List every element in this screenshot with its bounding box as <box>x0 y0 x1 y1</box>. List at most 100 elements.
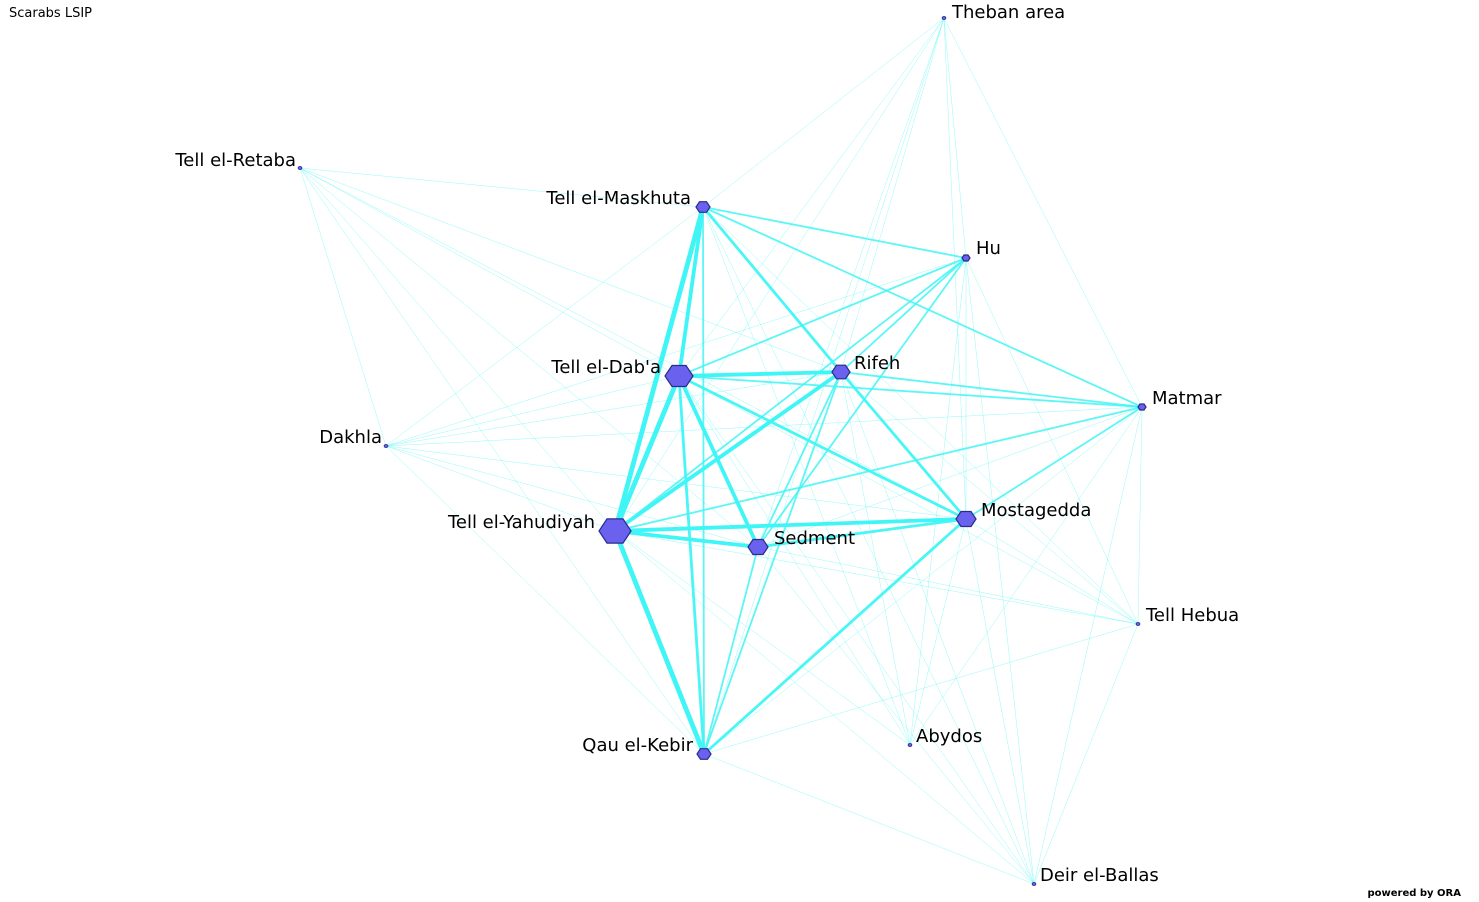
powered-by-footer: powered by ORA <box>1367 888 1461 899</box>
edge-ballas-rifeh <box>840 371 1035 885</box>
edge-abydos-maskhuta <box>702 206 911 746</box>
node-yahudiyah[interactable] <box>598 518 632 544</box>
edge-ballas-mostagedda <box>965 518 1035 885</box>
edge-hebua-rifeh <box>840 371 1139 625</box>
edge-hebua-hu <box>965 257 1139 625</box>
node-label-hebua: Tell Hebua <box>1145 605 1239 626</box>
edge-dakhla-dab <box>385 375 680 447</box>
node-hebua[interactable] <box>1135 622 1141 626</box>
node-label-retaba: Tell el-Retaba <box>174 150 296 171</box>
edge-sedment-mostagedda <box>757 517 967 549</box>
edge-maskhuta-hu <box>702 206 967 259</box>
edge-dakhla-maskhuta <box>385 206 704 447</box>
node-ballas[interactable] <box>1031 882 1037 886</box>
node-dakhla[interactable] <box>383 444 389 448</box>
node-marker-theban[interactable] <box>941 16 947 20</box>
edge-retaba-dab <box>299 167 680 377</box>
edge-abydos-hu <box>909 257 967 746</box>
node-marker-rifeh[interactable] <box>831 364 851 380</box>
edge-hu-yahudiyah <box>614 257 967 532</box>
edge-matmar-dab <box>678 375 1143 408</box>
edge-abydos-matmar <box>909 406 1143 746</box>
node-maskhuta[interactable] <box>695 201 711 213</box>
edge-matmar-mostagedda <box>965 406 1143 520</box>
edge-theban-maskhuta <box>702 17 945 208</box>
node-marker-hu[interactable] <box>961 254 971 262</box>
edge-retaba-yahudiyah <box>299 167 616 532</box>
edge-yahudiyah-qau <box>612 530 707 755</box>
edge-abydos-mostagedda <box>909 518 967 746</box>
edge-theban-qau <box>703 17 945 755</box>
edge-yahudiyah-dab <box>612 375 682 532</box>
edge-rifeh-hu <box>840 257 967 373</box>
edge-dakhla-matmar <box>385 406 1143 447</box>
edge-retaba-sedment <box>299 167 759 548</box>
edge-theban-yahudiyah <box>614 17 945 532</box>
node-hu[interactable] <box>961 254 971 262</box>
node-marker-yahudiyah[interactable] <box>598 518 632 544</box>
node-marker-qau[interactable] <box>696 748 712 760</box>
edge-rifeh-mostagedda <box>839 371 968 520</box>
edge-rifeh-matmar <box>840 371 1143 408</box>
edge-retaba-mostagedda <box>299 167 967 520</box>
node-layer <box>297 16 1147 886</box>
edge-layer <box>299 17 1143 885</box>
node-sedment[interactable] <box>747 538 769 556</box>
edge-matmar-sedment <box>757 406 1143 548</box>
edge-maskhuta-matmar <box>702 206 1143 408</box>
node-label-dakhla: Dakhla <box>319 427 382 448</box>
edge-theban-matmar <box>943 17 1143 408</box>
node-dab[interactable] <box>664 364 694 388</box>
edge-theban-hu <box>943 17 967 259</box>
edge-abydos-rifeh <box>840 371 911 746</box>
node-qau[interactable] <box>696 748 712 760</box>
node-theban[interactable] <box>941 16 947 20</box>
edge-hebua-maskhuta <box>702 206 1139 625</box>
node-retaba[interactable] <box>297 166 303 170</box>
node-label-theban: Theban area <box>951 2 1065 23</box>
edge-abydos-dab <box>678 375 911 746</box>
edge-matmar-yahudiyah <box>614 406 1143 532</box>
node-marker-ballas[interactable] <box>1031 882 1037 886</box>
edge-yahudiyah-rifeh <box>613 370 843 533</box>
node-marker-retaba[interactable] <box>297 166 303 170</box>
node-marker-mostagedda[interactable] <box>955 510 977 528</box>
edge-yahudiyah-sedment <box>614 529 759 549</box>
node-matmar[interactable] <box>1137 403 1147 411</box>
node-rifeh[interactable] <box>831 364 851 380</box>
node-marker-dakhla[interactable] <box>383 444 389 448</box>
edge-hebua-qau <box>703 623 1139 755</box>
edge-qau-rifeh <box>703 371 842 755</box>
edge-qau-mostagedda <box>703 517 967 756</box>
node-abydos[interactable] <box>907 743 913 747</box>
edge-dakhla-rifeh <box>385 371 842 447</box>
edge-retaba-qau <box>299 167 705 755</box>
node-label-ballas: Deir el-Ballas <box>1040 865 1159 886</box>
edge-theban-mostagedda <box>943 17 967 520</box>
edge-retaba-dakhla <box>299 167 387 447</box>
edge-theban-rifeh <box>840 17 945 373</box>
node-marker-maskhuta[interactable] <box>695 201 711 213</box>
node-marker-dab[interactable] <box>664 364 694 388</box>
node-label-matmar: Matmar <box>1152 388 1222 409</box>
node-marker-sedment[interactable] <box>747 538 769 556</box>
node-marker-matmar[interactable] <box>1137 403 1147 411</box>
edge-maskhuta-qau <box>702 206 705 755</box>
edge-ballas-matmar <box>1033 406 1143 885</box>
edge-hebua-ballas <box>1033 623 1139 885</box>
edge-yahudiyah-mostagedda <box>614 517 967 533</box>
edge-ballas-hu <box>965 257 1035 885</box>
node-label-maskhuta: Tell el-Maskhuta <box>545 188 691 209</box>
edge-dakhla-sedment <box>385 445 759 548</box>
edge-yahudiyah-maskhuta <box>612 206 706 532</box>
node-label-abydos: Abydos <box>916 726 982 747</box>
edge-dakhla-mostagedda <box>385 445 967 520</box>
edge-dab-mostagedda <box>678 374 967 521</box>
node-marker-hebua[interactable] <box>1135 622 1141 626</box>
node-mostagedda[interactable] <box>955 510 977 528</box>
edge-hebua-yahudiyah <box>614 530 1139 625</box>
edge-hebua-dab <box>678 375 1139 625</box>
edge-hebua-mostagedda <box>965 518 1139 625</box>
node-marker-abydos[interactable] <box>907 743 913 747</box>
